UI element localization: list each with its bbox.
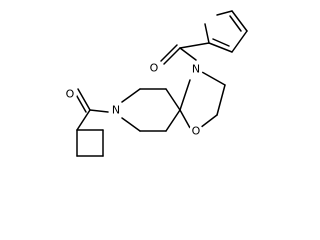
bond-carbonyl-n8 [89, 109, 109, 113]
bond-carbonyl-top-o-a [163, 47, 181, 65]
bond-c3-c2 [216, 84, 226, 116]
atom-o-left-carbonyl-label: O [66, 88, 75, 101]
bond-furan-c3-c4 [231, 30, 248, 53]
atom-o-oxazolidine: O [189, 124, 203, 138]
bond-lines [73, 10, 248, 157]
atom-n-piperidine-label: N [112, 104, 120, 117]
atom-n-oxazolidine-label: N [192, 63, 200, 76]
bond-furan-inner-1 [212, 38, 230, 47]
atom-n-oxazolidine: N [189, 62, 203, 76]
bond-carbonyl-furan [179, 42, 210, 49]
atom-n-piperidine: N [109, 103, 123, 117]
atom-o-top-carbonyl: O [147, 61, 161, 75]
bond-spiro-n4 [179, 79, 191, 111]
chemical-structure: O O N N O [63, 10, 248, 157]
bond-carbonyl-top-o-b [160, 44, 178, 62]
bond-furan-o-c2 [204, 23, 210, 44]
bond-n4-carbonyl [179, 47, 197, 61]
atom-o-oxazolidine-label: O [192, 125, 201, 138]
atom-o-left-carbonyl: O [63, 87, 77, 101]
bond-c9-n8 [121, 117, 141, 132]
bond-furan-c5-o [216, 10, 233, 16]
bond-c6-spiro [165, 88, 181, 111]
bond-furan-c4-c5 [231, 10, 248, 32]
bond-cyclobutyl-carbonyl [76, 109, 91, 131]
bond-n8-c7 [121, 88, 141, 103]
atom-labels: O O N N O [63, 61, 203, 138]
bond-furan-c2-c3 [208, 42, 233, 53]
bond-carbonyl-left-o-a [77, 88, 91, 111]
bond-spiro-c10 [165, 109, 181, 132]
bond-c2-o1 [199, 114, 218, 129]
bond-o1-spiro [179, 109, 191, 129]
bond-furan-inner-2 [229, 15, 242, 32]
atom-o-top-carbonyl-label: O [150, 62, 159, 75]
bond-n4-c3 [201, 71, 226, 86]
